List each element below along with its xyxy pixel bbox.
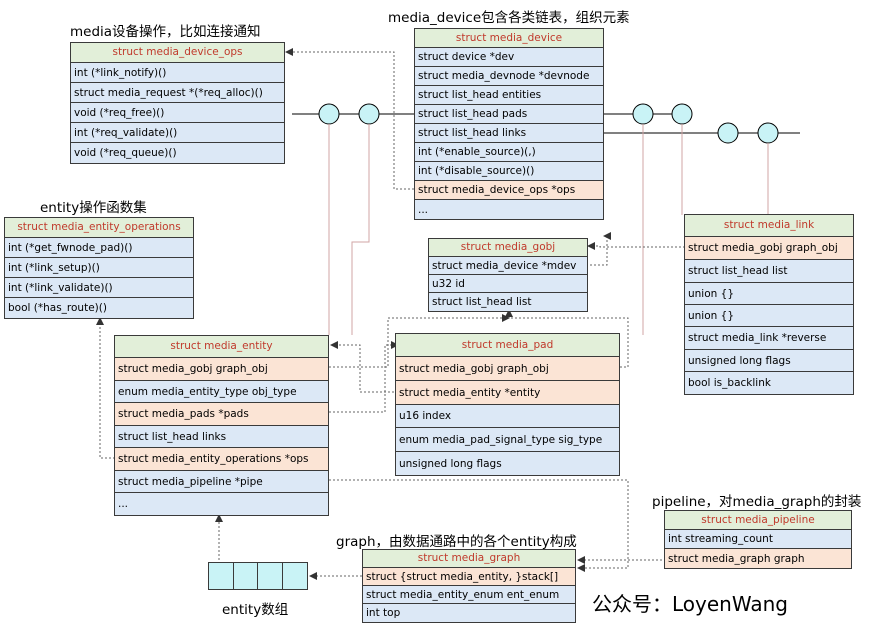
struct-field: int (*get_fwnode_pad)() xyxy=(5,238,193,258)
struct-field: int (*disable_source)() xyxy=(415,162,603,181)
struct-field: void (*req_queue)() xyxy=(74,147,177,159)
struct-header: struct media_graph xyxy=(363,550,575,568)
struct-header: struct media_gobj xyxy=(429,239,587,257)
pad-entity-arrow xyxy=(330,341,398,393)
struct-field: bool is_backlink xyxy=(688,377,771,389)
struct-field: int (*req_validate)() xyxy=(71,123,284,143)
struct-media-entity-operations: struct media_entity_operations int (*get… xyxy=(4,217,194,319)
struct-field: struct media_pads *pads xyxy=(115,403,328,426)
struct-field: int (*link_validate)() xyxy=(5,278,193,298)
list-node xyxy=(717,122,739,144)
entity-array-cell xyxy=(258,563,283,589)
struct-field: int (*link_setup)() xyxy=(5,258,193,278)
struct-field: struct list_head entities xyxy=(415,86,603,105)
struct-field: struct {struct media_entity, }stack[] xyxy=(363,568,575,586)
device-ops-title: media设备操作，比如连接通知 xyxy=(70,24,261,40)
struct-field: int streaming_count xyxy=(665,530,851,549)
pads-pointer-arrow xyxy=(329,341,399,413)
entity-array-title: entity数组 xyxy=(222,602,289,618)
struct-media-pad: struct media_pad struct media_gobj graph… xyxy=(395,333,620,476)
mdev-pointer-arrow xyxy=(586,232,611,266)
struct-field: unsigned long flags xyxy=(399,457,502,470)
entity-array-cell xyxy=(209,563,234,589)
ops-pointer-arrow xyxy=(285,48,414,190)
struct-header: struct media_pad xyxy=(396,334,619,357)
struct-field: struct media_device *mdev xyxy=(429,257,587,275)
struct-field: struct media_gobj graph_obj xyxy=(396,357,619,381)
struct-media-device: struct media_device struct device *dev s… xyxy=(414,28,604,220)
entity-array-cell xyxy=(282,563,307,589)
struct-field: int (*link_notify)() xyxy=(71,63,284,83)
struct-header: struct media_entity_operations xyxy=(5,218,193,238)
struct-header: struct media_entity xyxy=(115,336,328,358)
pipe-pointer-arrow xyxy=(329,479,629,572)
struct-field: struct list_head links xyxy=(115,426,328,448)
struct-field: struct media_gobj graph_obj xyxy=(685,237,853,260)
list-node xyxy=(671,103,693,125)
struct-field: struct media_gobj graph_obj xyxy=(115,358,328,381)
entity-array-cell xyxy=(233,563,258,589)
struct-field: ... xyxy=(118,498,129,510)
struct-media-pipeline: struct media_pipeline int streaming_coun… xyxy=(664,510,852,569)
struct-field: union {} xyxy=(685,305,853,327)
struct-media-link: struct media_link struct media_gobj grap… xyxy=(684,214,854,395)
struct-field: enum media_entity_type obj_type xyxy=(115,381,328,403)
pipeline-title: pipeline，对media_graph的封装 xyxy=(652,494,862,510)
struct-field: struct list_head pads xyxy=(415,105,603,124)
struct-field: struct list_head list xyxy=(432,296,532,308)
struct-field: struct media_request *(*req_alloc)() xyxy=(71,83,284,103)
struct-header: struct media_link xyxy=(685,215,853,237)
pad-gobj-arrow xyxy=(505,309,629,368)
struct-field: unsigned long flags xyxy=(685,350,853,372)
entity-array xyxy=(208,562,308,590)
struct-field: struct media_entity_enum ent_enum xyxy=(363,586,575,604)
struct-field: struct media_devnode *devnode xyxy=(415,67,603,86)
struct-header: struct media_device xyxy=(415,29,603,48)
struct-field: int top xyxy=(366,607,401,619)
connector xyxy=(351,124,370,335)
struct-header: struct media_pipeline xyxy=(665,511,851,530)
watermark-text: 公众号：LoyenWang xyxy=(592,592,788,616)
struct-field: u16 index xyxy=(396,405,619,428)
struct-media-entity: struct media_entity struct media_gobj gr… xyxy=(114,335,329,516)
struct-field: enum media_pad_signal_type sig_type xyxy=(396,428,619,452)
struct-field: void (*req_free)() xyxy=(71,103,284,123)
link-gobj-arrow xyxy=(587,242,685,250)
struct-field: struct list_head list xyxy=(685,260,853,283)
struct-field: int (*enable_source)(,) xyxy=(415,143,603,162)
list-node xyxy=(757,122,779,144)
struct-field: struct list_head links xyxy=(415,124,603,143)
list-node xyxy=(358,103,380,125)
struct-field: struct media_entity *entity xyxy=(396,381,619,405)
struct-field: ... xyxy=(418,203,429,216)
entity-gobj-arrow xyxy=(329,314,510,368)
entity-ops-title: entity操作函数集 xyxy=(40,200,147,216)
struct-field: struct media_graph graph xyxy=(665,549,851,568)
struct-header: struct media_device_ops xyxy=(71,43,284,63)
list-node xyxy=(318,103,340,125)
struct-media-graph: struct media_graph struct {struct media_… xyxy=(362,549,576,623)
struct-field: struct media_entity_operations *ops xyxy=(115,448,328,471)
struct-field: struct media_link *reverse xyxy=(685,327,853,350)
media-device-title: media_device包含各类链表，组织元素 xyxy=(388,10,630,26)
struct-field: struct media_device_ops *ops xyxy=(415,181,603,200)
struct-media-gobj: struct media_gobj struct media_device *m… xyxy=(428,238,588,312)
struct-media-device-ops: struct media_device_ops int (*link_notif… xyxy=(70,42,285,164)
struct-field: union {} xyxy=(685,283,853,305)
struct-field: struct media_pipeline *pipe xyxy=(115,471,328,493)
entity-ops-pointer-arrow xyxy=(96,317,115,459)
graph-title: graph，由数据通路中的各个entity构成 xyxy=(336,534,577,550)
struct-field: u32 id xyxy=(429,275,587,293)
list-node xyxy=(632,103,654,125)
struct-field: bool (*has_route)() xyxy=(8,302,107,314)
struct-field: struct device *dev xyxy=(415,48,603,67)
